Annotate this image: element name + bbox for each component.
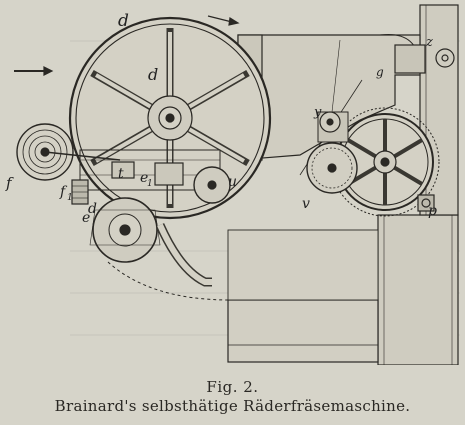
feed-gear [193,166,231,204]
label-e: e [82,210,90,226]
label-f: f [5,174,14,192]
label-d-bottom: d [88,201,97,217]
label-f1-subscript: 1 [67,193,73,203]
index-wheel [330,107,440,217]
label-v: v [302,196,310,212]
figure-labels: d d d f f 1 e e 1 t u v y p z g [5,11,437,226]
label-e1-subscript: 1 [147,179,153,189]
clamp-nut [417,194,435,212]
machine-engraving: d d d f f 1 e e 1 t u v y p z g [5,4,459,365]
label-p: p [428,203,437,219]
label-t: t [118,166,124,182]
figure-caption: Brainard's selbsthätige Räderfräsemaschi… [54,397,411,415]
figure-number: Fig. 2. [206,378,259,396]
feed-pipe [107,223,231,301]
machine-column [227,214,459,365]
driving-wheel [68,16,272,220]
spring-wheel [16,123,121,181]
label-e1: e [140,170,148,186]
counterweight [71,179,89,205]
label-f1: f [59,184,68,200]
label-d-center: d [148,65,158,84]
motion-arrow [14,15,240,76]
label-g: g [376,65,384,79]
small-pulley [319,111,341,133]
label-z: z [425,35,433,50]
label-d-top: d [118,11,129,31]
label-u: u [228,174,237,190]
lower-worm-wheel [89,197,161,263]
label-y: y [313,105,322,120]
